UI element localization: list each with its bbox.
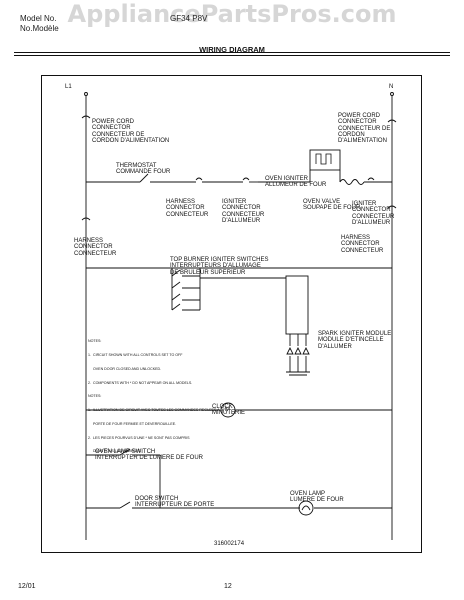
spark-module-box <box>285 275 309 335</box>
door-switch-contact <box>119 501 131 509</box>
oven-valve-coil <box>339 179 365 185</box>
thermostat-contact <box>139 173 149 183</box>
harness-connector-right-mark <box>387 205 397 209</box>
igniter-connector-mark <box>242 177 250 181</box>
page-number: 12 <box>224 583 232 590</box>
page-title: WIRING DIAGRAM <box>199 45 265 54</box>
model-number: GF34 P8V <box>170 14 208 23</box>
harness-connector-left-mark <box>81 217 91 221</box>
oven-lamp-bulb <box>298 500 314 516</box>
spark-electrodes <box>286 346 310 355</box>
top-burner-switch-set <box>171 269 200 311</box>
part-number: 316002174 <box>214 541 245 547</box>
l1-label: L1 <box>65 84 72 90</box>
title-rule-2 <box>14 55 450 56</box>
diagram-frame <box>41 75 422 553</box>
harness-connector-mark <box>195 177 203 181</box>
clock-motor <box>220 402 236 418</box>
diagram-notes: NOTES: 1. CIRCUIT SHOWN WITH ALL CONTROL… <box>88 339 229 454</box>
clock-motor-symbol: M <box>225 407 230 413</box>
watermark: AppliancePartsPros.com <box>67 0 397 28</box>
power-cord-connector-left <box>81 115 91 119</box>
oven-igniter-box <box>309 149 341 171</box>
footer-date: 12/01 <box>18 583 36 590</box>
ground-symbol <box>286 371 310 376</box>
l1-terminal <box>84 92 88 96</box>
model-label: Model No. No.Modèle <box>20 14 59 33</box>
n-terminal <box>390 92 394 96</box>
title-rule <box>14 52 450 53</box>
n-label: N <box>389 84 394 90</box>
igniter-connector-right-mark <box>367 177 375 181</box>
power-cord-connector-right <box>387 119 397 123</box>
oven-lamp-switch-contact <box>119 448 131 456</box>
